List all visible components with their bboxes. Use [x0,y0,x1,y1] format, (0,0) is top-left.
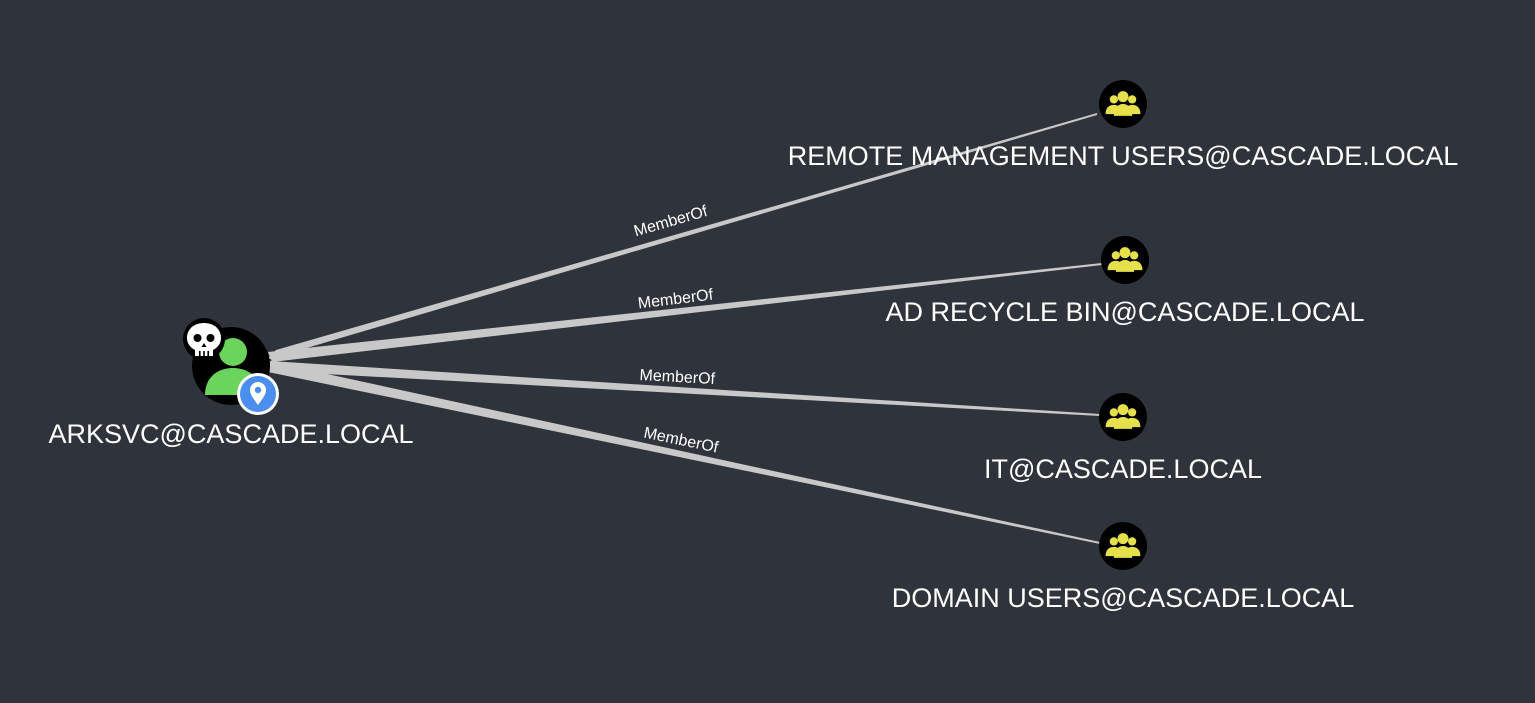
location-pin-icon [237,373,279,415]
skull-icon [183,318,225,360]
edge-line [266,113,1097,360]
node-label: REMOTE MANAGEMENT USERS@CASCADE.LOCAL [788,141,1459,171]
edge-layer: MemberOf MemberOf MemberOf MemberOf [266,113,1102,544]
edge-line [270,361,1100,416]
edge-line [268,362,1100,544]
node-ad-recycle-bin[interactable]: AD RECYCLE BIN@CASCADE.LOCAL [885,236,1365,327]
node-domain-users[interactable]: DOMAIN USERS@CASCADE.LOCAL [892,522,1355,613]
edge-memberof-it[interactable]: MemberOf [270,361,1100,416]
node-label: ARKSVC@CASCADE.LOCAL [48,419,413,449]
node-arksvc[interactable]: ARKSVC@CASCADE.LOCAL [48,318,414,449]
node-remote-management-users[interactable]: REMOTE MANAGEMENT USERS@CASCADE.LOCAL [788,80,1459,171]
node-label: IT@CASCADE.LOCAL [984,454,1262,484]
node-label: AD RECYCLE BIN@CASCADE.LOCAL [885,297,1364,327]
node-label: DOMAIN USERS@CASCADE.LOCAL [892,583,1355,613]
edge-label: MemberOf [632,203,710,240]
node-it[interactable]: IT@CASCADE.LOCAL [984,393,1262,484]
edge-line [268,263,1102,362]
edge-label: MemberOf [639,367,716,388]
